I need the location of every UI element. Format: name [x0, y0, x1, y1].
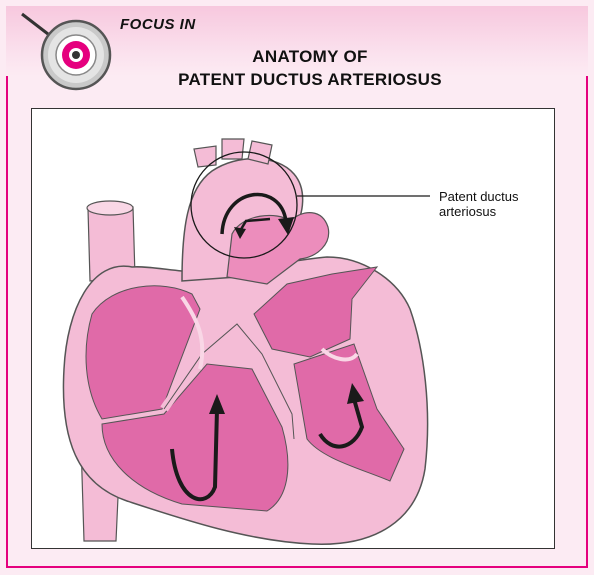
heart-illustration: [32, 109, 553, 547]
title-line-2: PATENT DUCTUS ARTERIOSUS: [100, 68, 520, 91]
page-title: ANATOMY OF PATENT DUCTUS ARTERIOSUS: [100, 45, 520, 91]
title-line-1: ANATOMY OF: [100, 45, 520, 68]
diagram-box: Patent ductus arteriosus: [31, 108, 555, 549]
kicker-label: FOCUS IN: [120, 16, 196, 33]
callout-line-1: Patent ductus: [439, 189, 519, 204]
brachiocephalic-artery: [194, 146, 216, 167]
callout-label: Patent ductus arteriosus: [439, 189, 519, 219]
superior-vena-cava-opening: [87, 201, 133, 215]
callout-line-2: arteriosus: [439, 204, 519, 219]
